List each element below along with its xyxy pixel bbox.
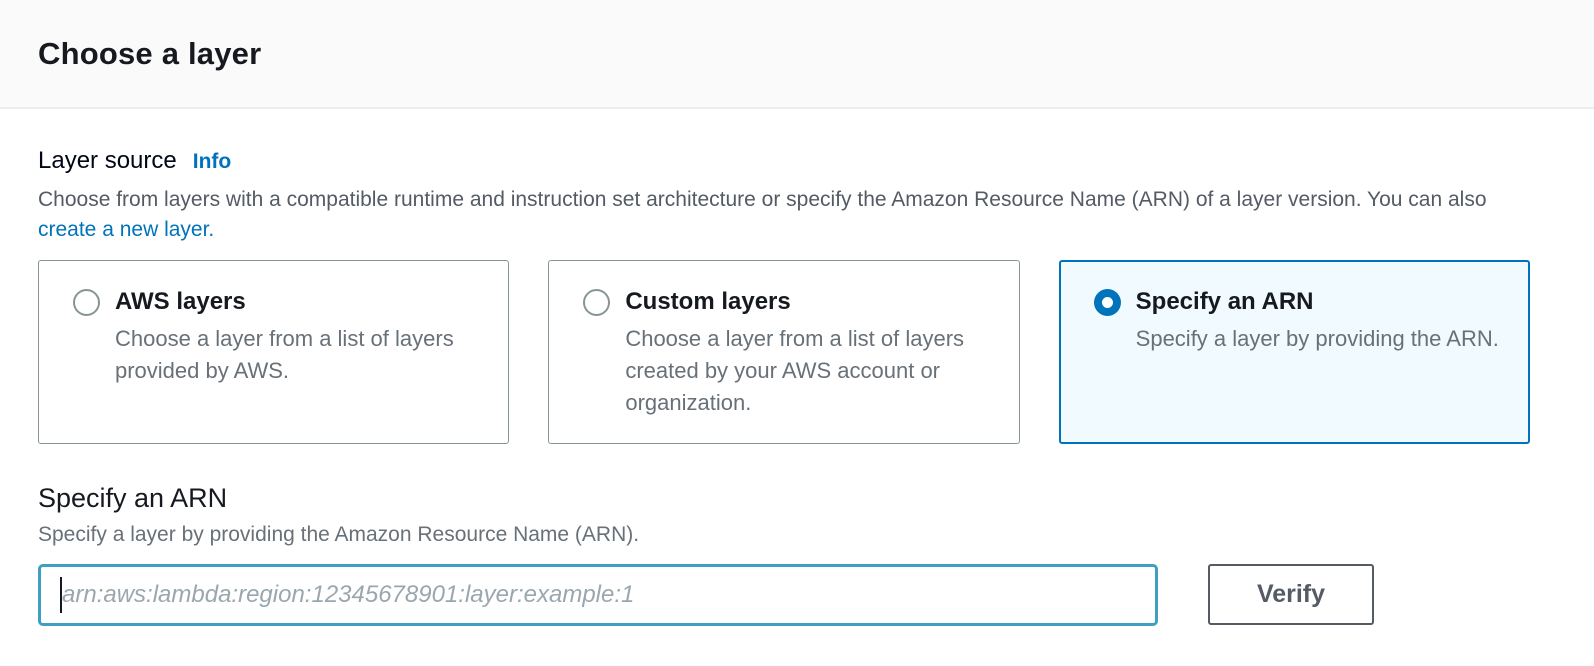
specify-arn-description: Specify a layer by providing the Amazon … [38,523,640,546]
option-tile-specify-an-arn[interactable]: Specify an ARN Specify a layer by provid… [1058,260,1530,444]
option-title: Custom layers [625,288,791,315]
layer-source-label: Layer source [38,147,177,174]
option-description: Specify a layer by providing the ARN. [1135,326,1499,351]
text-cursor [60,577,62,613]
option-tile-aws-layers[interactable]: AWS layers Choose a layer from a list of… [38,260,510,444]
radio-unselected-icon[interactable] [73,288,100,316]
verify-button[interactable]: Verify [1208,564,1374,625]
dialog-body: Layer source Info Choose from layers wit… [0,109,1594,626]
option-head: Specify an ARN [1093,288,1505,316]
option-head: Custom layers [583,288,994,316]
create-new-layer-link[interactable]: create a new layer. [38,218,215,241]
option-title: AWS layers [115,288,246,315]
arn-input[interactable] [38,564,1158,626]
specify-arn-section: Specify an ARN Specify a layer by provid… [38,483,1556,626]
option-tile-custom-layers[interactable]: Custom layers Choose a layer from a list… [548,260,1020,444]
option-title: Specify an ARN [1135,288,1314,315]
layer-source-description: Choose from layers with a compatible run… [38,185,1508,245]
option-description: Choose a layer from a list of layers pro… [115,326,454,383]
layer-source-label-row: Layer source Info [38,147,1556,175]
arn-input-wrap [38,564,1158,626]
arn-input-row: Verify [38,564,1556,626]
layer-source-section: Layer source Info Choose from layers wit… [38,147,1556,444]
radio-unselected-icon[interactable] [583,288,611,316]
option-head: AWS layers [73,288,484,316]
info-link[interactable]: Info [192,150,232,173]
layer-source-description-text: Choose from layers with a compatible run… [38,188,1487,211]
radio-selected-icon[interactable] [1093,288,1121,316]
specify-arn-title: Specify an ARN [38,483,228,513]
layer-source-options: AWS layers Choose a layer from a list of… [38,260,1556,444]
page-title: Choose a layer [38,35,262,71]
option-description: Choose a layer from a list of layers cre… [625,326,965,415]
dialog-header: Choose a layer [0,0,1594,109]
